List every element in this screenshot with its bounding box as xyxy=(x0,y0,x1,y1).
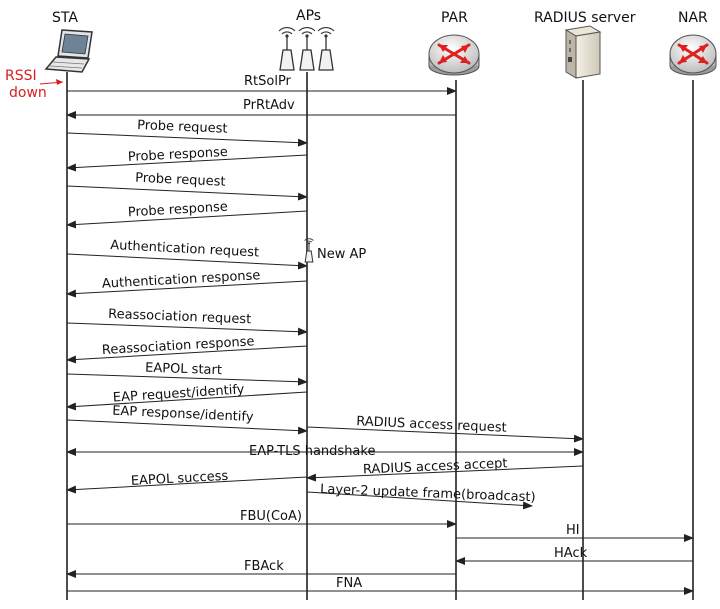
msg-eap-request-identify-arrow xyxy=(66,391,308,411)
msg-rtsolpr-label: RtSolPr xyxy=(244,74,292,89)
msg-eapol-start-label: EAPOL start xyxy=(145,361,222,379)
msg-eap-response-identify-label: EAP response/identify xyxy=(112,404,254,425)
msg-reassociation-response-label: Reassociation response xyxy=(102,334,255,358)
msg-eap-request-identify-label: EAP request/identify xyxy=(112,382,245,405)
msg-layer2-update-label: Layer-2 update frame(broadcast) xyxy=(320,482,536,505)
aps-label: APs xyxy=(296,8,321,24)
server-icon xyxy=(564,25,602,79)
msg-reassociation-request-label: Reassociation request xyxy=(108,307,252,327)
msg-probe-request-2-arrow xyxy=(66,185,308,201)
msg-radius-access-accept-label: RADIUS access accept xyxy=(363,456,508,477)
messages: RtSolPr PrRtAdv Probe request Probe resp… xyxy=(66,74,694,595)
msg-layer2-update-arrow xyxy=(306,491,533,510)
lifelines xyxy=(66,72,694,600)
msg-eapol-success-arrow xyxy=(66,476,308,494)
rssi-down-note: RSSI down xyxy=(5,68,64,101)
sta-label: STA xyxy=(52,10,78,26)
msg-fback-label: FBAck xyxy=(244,559,284,574)
new-ap-label: New AP xyxy=(317,247,366,262)
msg-hi-label: HI xyxy=(566,523,580,538)
nar-router-icon xyxy=(669,34,717,76)
msg-probe-response-2-arrow xyxy=(66,210,308,229)
msg-eapol-success-label: EAPOL success xyxy=(130,469,228,489)
msg-radius-access-accept-arrow xyxy=(306,465,584,482)
msg-eap-response-identify-arrow xyxy=(66,419,308,435)
msg-authentication-response-arrow xyxy=(66,280,308,298)
msg-probe-request-1-arrow xyxy=(66,132,308,147)
msg-probe-request-2-label: Probe request xyxy=(135,171,226,190)
msg-hack-label: HAck xyxy=(554,546,588,561)
par-router-icon xyxy=(428,34,480,76)
msg-prrtadv-label: PrRtAdv xyxy=(243,98,295,113)
new-ap-marker: New AP xyxy=(304,238,366,263)
nar-label: NAR xyxy=(678,10,708,26)
rssi-label-line2: down xyxy=(9,85,47,101)
rssi-label-line1: RSSI xyxy=(5,68,37,84)
msg-reassociation-request-arrow xyxy=(66,322,308,336)
msg-eapol-start-arrow xyxy=(66,373,308,386)
msg-fbu-coa-label: FBU(CoA) xyxy=(240,509,302,524)
msg-probe-response-2-label: Probe response xyxy=(127,200,228,221)
access-points-icon xyxy=(278,27,335,71)
msg-probe-response-1-arrow xyxy=(66,154,308,172)
radius-server-label: RADIUS server xyxy=(534,10,636,26)
msg-reassociation-response-arrow xyxy=(66,345,308,364)
par-label: PAR xyxy=(441,10,468,26)
msg-radius-access-request-label: RADIUS access request xyxy=(356,414,507,436)
msg-radius-access-request-arrow xyxy=(306,426,584,443)
msg-eap-tls-handshake-label: EAP-TLS handshake xyxy=(249,444,375,459)
new-ap-icon xyxy=(304,238,314,263)
msg-authentication-request-arrow xyxy=(66,253,308,270)
msg-fna-label: FNA xyxy=(336,576,362,591)
laptop-icon xyxy=(44,29,93,73)
msg-probe-response-1-label: Probe response xyxy=(128,145,229,165)
msg-probe-request-1-label: Probe request xyxy=(137,118,228,137)
